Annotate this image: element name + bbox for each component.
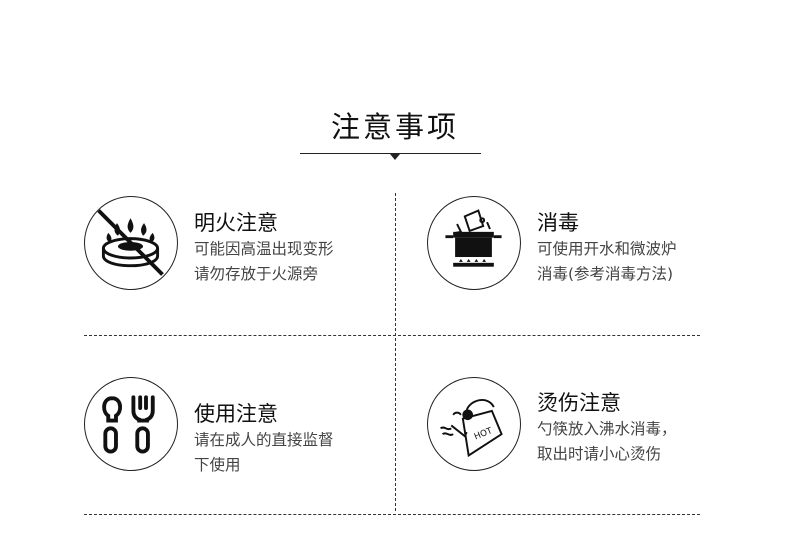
divider-horizontal-middle [84,335,700,336]
page-title: 注意事项 [330,110,459,144]
heading-usage: 使用注意 [194,402,278,426]
desc-sterilize-line-2: 消毒(参考消毒方法) [537,265,674,283]
desc-usage-line-2: 下使用 [194,456,241,474]
heading-sterilize: 消毒 [537,211,579,235]
divider-horizontal-bottom [84,514,700,515]
desc-open-flame-line-2: 请勿存放于火源旁 [194,265,319,283]
utensils-icon [84,377,178,471]
desc-open-flame-line-1: 可能因高温出现变形 [194,240,334,258]
desc-burns-line-1: 勺筷放入沸水消毒， [537,420,677,438]
desc-usage-line-1: 请在成人的直接监督 [194,431,334,449]
heading-open-flame: 明火注意 [194,211,278,235]
heading-burns: 烫伤注意 [537,391,621,415]
desc-burns-line-2: 取出时请小心烫伤 [537,445,662,463]
desc-sterilize-line-1: 可使用开水和微波炉 [537,240,677,258]
title-underline [300,153,481,154]
title-arrow-marker [390,154,400,160]
no-fire-icon [84,196,178,290]
pot-on-stove-icon [427,196,521,290]
hot-kettle-icon: HOT [427,377,521,471]
divider-vertical [395,193,396,511]
